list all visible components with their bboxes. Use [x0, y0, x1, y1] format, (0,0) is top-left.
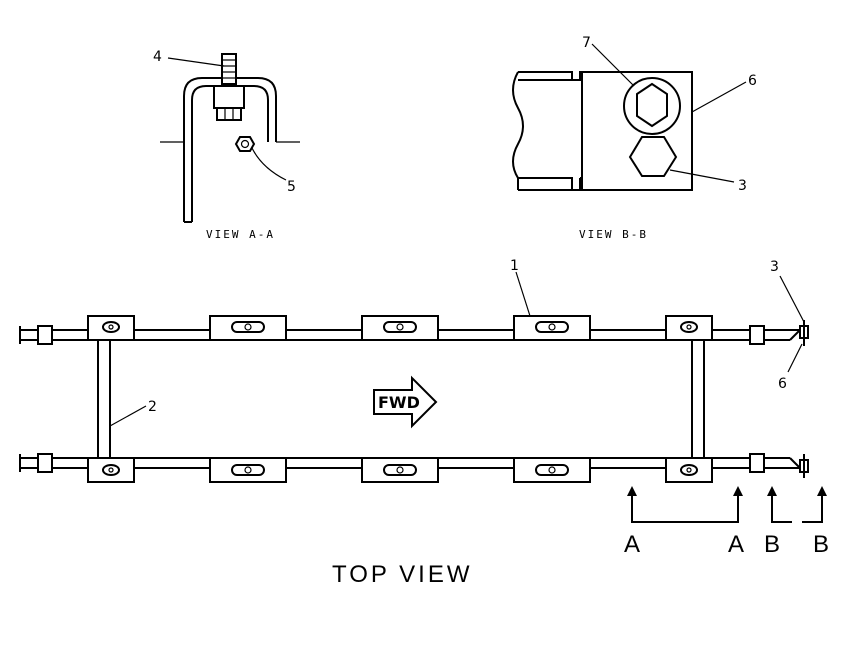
leader-2 [109, 405, 147, 427]
end-bolt-lower [799, 454, 809, 478]
callout-4: 4 [153, 49, 162, 65]
fwd-label: FWD [378, 393, 420, 412]
section-label-a-left: A [624, 531, 640, 558]
clamp-lower-2 [209, 457, 287, 483]
callout-6-top-view: 6 [778, 376, 787, 392]
end-bolt-upper [799, 320, 809, 346]
clamp-lower-3 [361, 457, 439, 483]
section-marker-b [767, 486, 827, 523]
cross-member-left [97, 340, 111, 458]
view-aa-label: VIEW A-A [206, 228, 275, 241]
leader-3 [779, 275, 805, 323]
top-view-label: TOP VIEW [332, 561, 472, 588]
clamp-lower-5 [665, 457, 713, 483]
section-label-b-left: B [764, 531, 780, 558]
cross-member-right [691, 340, 705, 458]
clamp-upper-2 [209, 315, 287, 341]
clamp-lower-1 [87, 457, 135, 483]
view-bb-detail [512, 43, 747, 191]
clamp-upper-5 [665, 315, 713, 341]
callout-3-view-bb: 3 [738, 178, 747, 194]
callout-7: 7 [582, 35, 591, 51]
callout-2: 2 [148, 399, 157, 415]
section-marker-a [627, 486, 743, 523]
section-label-b-right: B [813, 531, 829, 558]
leader-1 [515, 271, 531, 317]
view-bb-label: VIEW B-B [579, 228, 648, 241]
leader-6 [787, 343, 803, 373]
callout-6-view-bb: 6 [748, 73, 757, 89]
callout-3-top-view: 3 [770, 259, 779, 275]
section-label-a-right: A [728, 531, 744, 558]
view-aa-detail [160, 53, 300, 223]
fwd-arrow: FWD [373, 375, 438, 429]
callout-5: 5 [287, 179, 296, 195]
callout-1: 1 [510, 258, 519, 274]
clamp-upper-4 [513, 315, 591, 341]
clamp-upper-1 [87, 315, 135, 341]
clamp-upper-3 [361, 315, 439, 341]
clamp-lower-4 [513, 457, 591, 483]
